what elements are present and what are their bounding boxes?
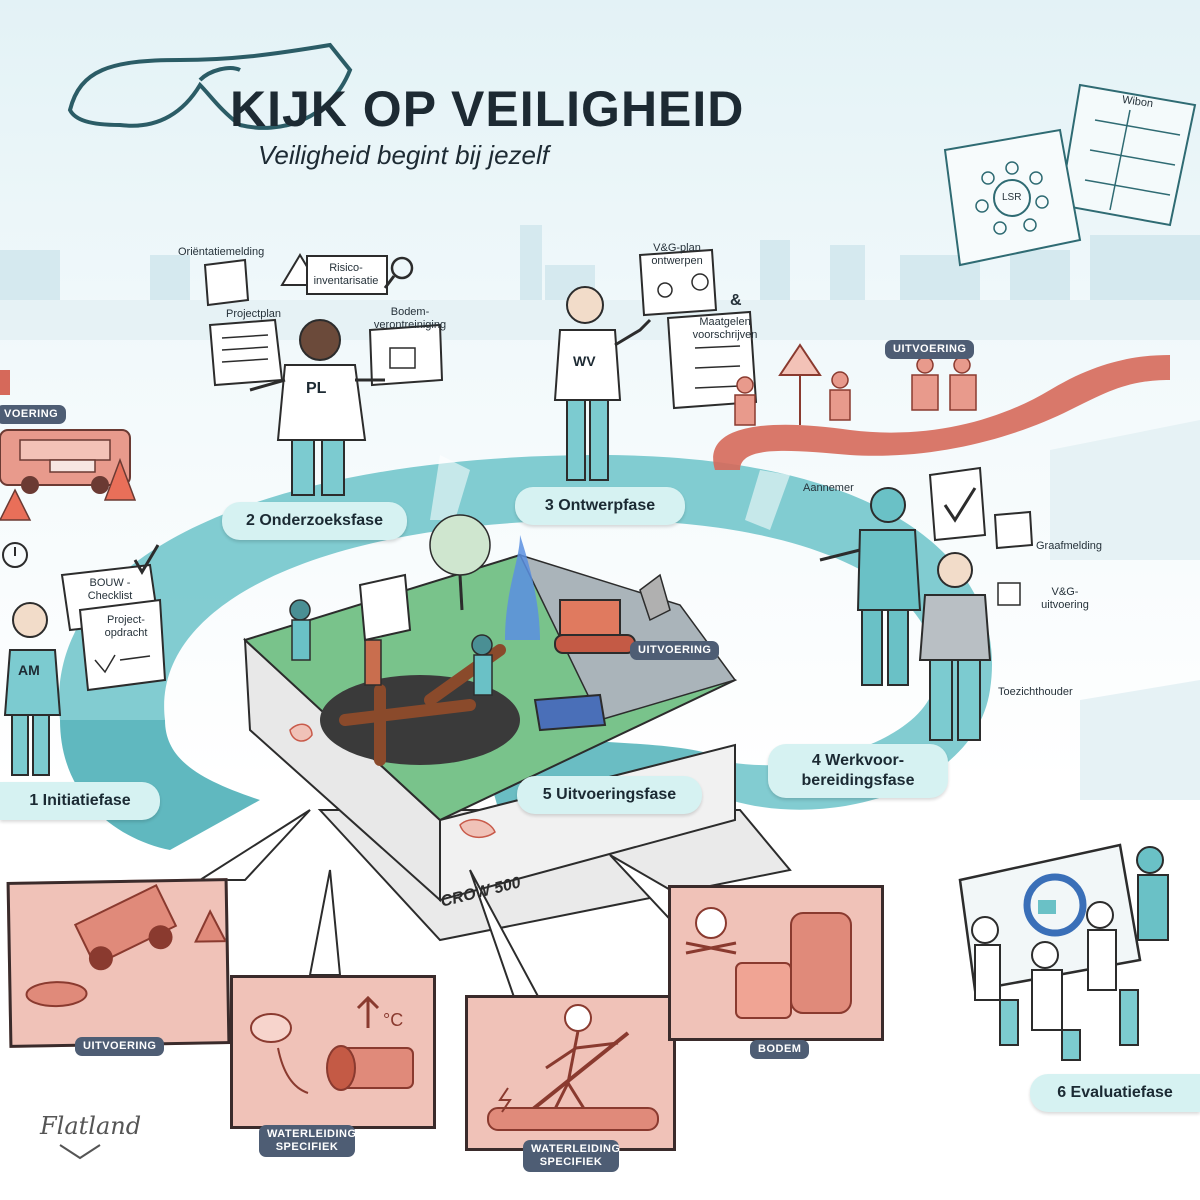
phase-1-initiatiefase[interactable]: 1 Initiatiefase: [0, 782, 160, 820]
panel-traffic-accident: [6, 878, 231, 1048]
flatland-signature: Flatland: [40, 1112, 142, 1140]
aannemer-label: Aannemer: [803, 482, 854, 494]
waterleiding-tag-2: WATERLEIDING SPECIFIEK: [523, 1140, 620, 1172]
panel-soil-chemicals: [668, 885, 884, 1041]
pipe-leak-icon: °C: [250, 995, 414, 1094]
projectplan-label: Projectplan: [226, 308, 282, 320]
orientatiemelding-label: Oriëntatiemelding: [178, 246, 265, 258]
panel-water-contamination: °C: [230, 975, 436, 1129]
svg-text:°C: °C: [383, 1010, 403, 1030]
overturned-car-icon: [25, 884, 228, 1008]
maatregelen-label: Maatgelen voorschrijven: [692, 316, 758, 341]
uitvoering-tag-road: UITVOERING: [885, 340, 975, 359]
phase-5-uitvoeringsfase[interactable]: 5 Uitvoeringsfase: [517, 776, 702, 814]
skeleton-digger-icon: [487, 1004, 659, 1131]
shirt-pl: PL: [306, 380, 327, 397]
phase-6-evaluatiefase[interactable]: 6 Evaluatiefase: [1030, 1074, 1200, 1112]
waterleiding-tag-1: WATERLEIDING SPECIFIEK: [259, 1125, 356, 1157]
uitvoering-tag-panel: UITVOERING: [75, 1037, 165, 1056]
projectopdracht-label: Project- opdracht: [104, 614, 148, 639]
lsr-label: LSR: [1002, 192, 1022, 203]
vg-plan-label: V&G-plan ontwerpen: [651, 242, 703, 267]
vg-uitvoering-label: V&G- uitvoering: [1041, 586, 1089, 611]
shirt-wv: WV: [573, 353, 596, 369]
bodemverontreiniging-label: Bodem- verontreiniging: [373, 306, 447, 331]
bodem-tag: BODEM: [750, 1040, 810, 1059]
risico-label: Risico- inventarisatie: [313, 262, 379, 287]
uitvoering-tag-center: UITVOERING: [630, 641, 720, 660]
page-subtitle: Veiligheid begint bij jezelf: [258, 140, 550, 170]
phase-2-onderzoeksfase[interactable]: 2 Onderzoeksfase: [222, 502, 407, 540]
phase-3-ontwerpfase[interactable]: 3 Ontwerpfase: [515, 487, 685, 525]
ampersand-label: &: [730, 292, 742, 309]
graafmelding-label: Graafmelding: [1036, 540, 1103, 552]
uitvoering-tag-left: VOERING: [0, 405, 67, 424]
bouw-checklist-label: BOUW - Checklist: [87, 577, 133, 602]
toezichthouder-label: Toezichthouder: [998, 686, 1073, 698]
phase-4-werkvoorbereidingsfase[interactable]: 4 Werkvoor- bereidingsfase: [768, 744, 948, 798]
shirt-am: AM: [18, 662, 40, 678]
panel-electrocution: [465, 995, 676, 1151]
page-title: KIJK OP VEILIGHEID: [230, 81, 745, 137]
chemical-barrels-icon: [685, 907, 852, 1019]
